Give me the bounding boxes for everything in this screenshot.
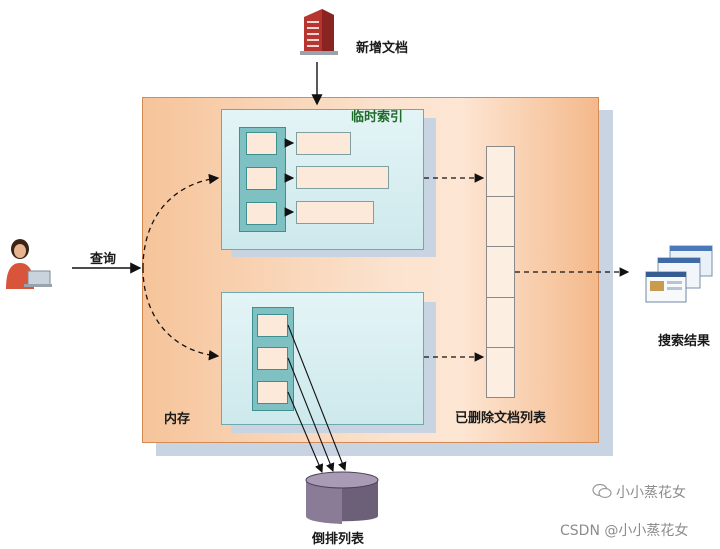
main-index-key-cell [257, 381, 288, 404]
temp-index-key-cell [246, 167, 277, 190]
user-laptop-icon [6, 239, 52, 289]
temp-index-posting [296, 132, 351, 155]
screens-icon [645, 245, 713, 303]
deleted-list-label: 已删除文档列表 [455, 411, 547, 426]
temp-index-posting [296, 166, 389, 189]
database-cylinder-icon [305, 471, 379, 524]
building-icon [300, 9, 338, 55]
temp-index-label: 临时索引 [351, 110, 404, 125]
search-results-label: 搜索结果 [658, 334, 711, 349]
wechat-icon [592, 483, 612, 499]
inverted-list-label: 倒排列表 [312, 532, 365, 547]
watermark-csdn: CSDN @小小蒸花女 [560, 523, 689, 539]
new-doc-label: 新增文档 [356, 41, 409, 56]
temp-index-posting [296, 201, 374, 224]
deleted-doc-list [486, 146, 515, 398]
main-index-key-cell [257, 314, 288, 337]
main-index-key-cell [257, 347, 288, 370]
temp-index-key-cell [246, 132, 277, 155]
memory-label: 内存 [164, 412, 191, 427]
temp-index-key-cell [246, 202, 277, 225]
query-label: 查询 [90, 252, 117, 267]
watermark-account: 小小蒸花女 [616, 485, 686, 501]
